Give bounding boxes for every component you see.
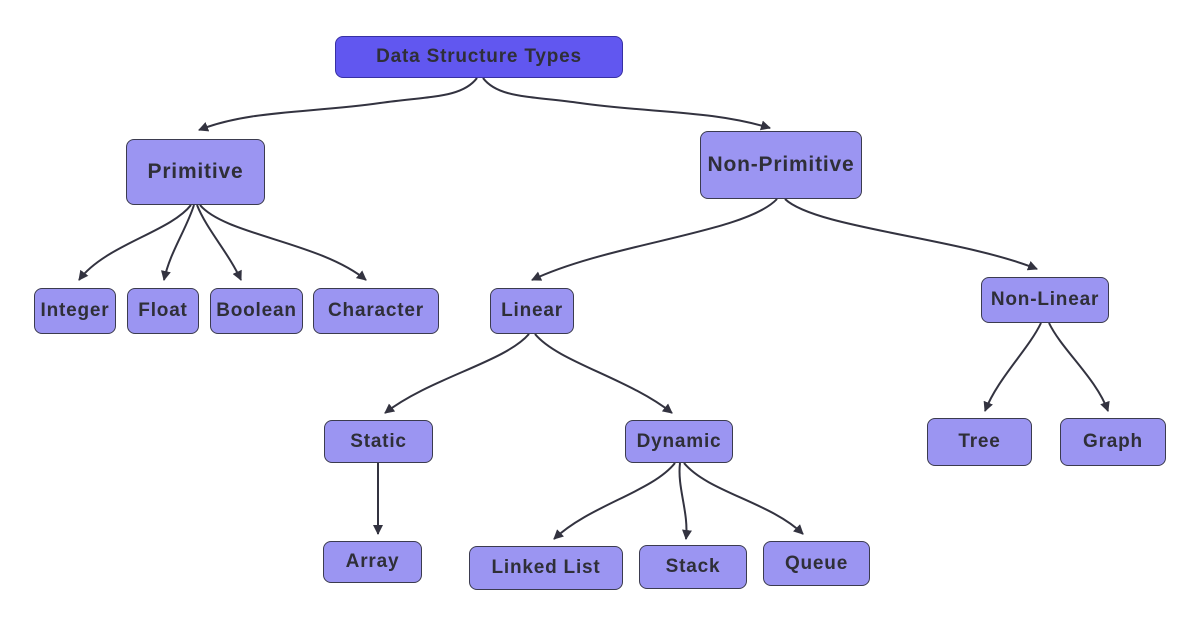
- node-static: Static: [324, 420, 433, 463]
- node-tree: Tree: [927, 418, 1032, 466]
- node-linear: Linear: [490, 288, 574, 334]
- edge-non-primitive-non-linear: [784, 198, 1038, 271]
- node-stack: Stack: [639, 545, 747, 589]
- edge-primitive-float: [161, 204, 195, 281]
- edge-root-non-primitive: [482, 77, 771, 131]
- node-dynamic: Dynamic: [625, 420, 733, 463]
- edge-dynamic-stack: [678, 462, 692, 540]
- node-boolean: Boolean: [210, 288, 303, 334]
- edge-non-primitive-linear: [531, 198, 778, 281]
- node-queue: Queue: [763, 541, 870, 586]
- edge-linear-static: [384, 333, 530, 414]
- edge-dynamic-queue: [683, 462, 804, 535]
- edge-primitive-integer: [78, 204, 192, 281]
- edge-dynamic-linked-list: [553, 462, 676, 540]
- node-linked-list: Linked List: [469, 546, 623, 590]
- edge-root-primitive: [198, 77, 478, 132]
- node-non-primitive: Non-Primitive: [700, 131, 862, 199]
- node-data-structure-types: Data Structure Types: [335, 36, 623, 78]
- node-graph: Graph: [1060, 418, 1166, 466]
- node-float: Float: [127, 288, 199, 334]
- node-character: Character: [313, 288, 439, 334]
- node-non-linear: Non-Linear: [981, 277, 1109, 323]
- node-primitive: Primitive: [126, 139, 265, 205]
- edge-linear-dynamic: [534, 333, 673, 414]
- node-array: Array: [323, 541, 422, 583]
- edge-primitive-boolean: [196, 204, 242, 281]
- edge-non-linear-graph: [1048, 322, 1110, 412]
- node-integer: Integer: [34, 288, 116, 334]
- edge-non-linear-tree: [983, 322, 1042, 412]
- edge-primitive-character: [199, 204, 367, 281]
